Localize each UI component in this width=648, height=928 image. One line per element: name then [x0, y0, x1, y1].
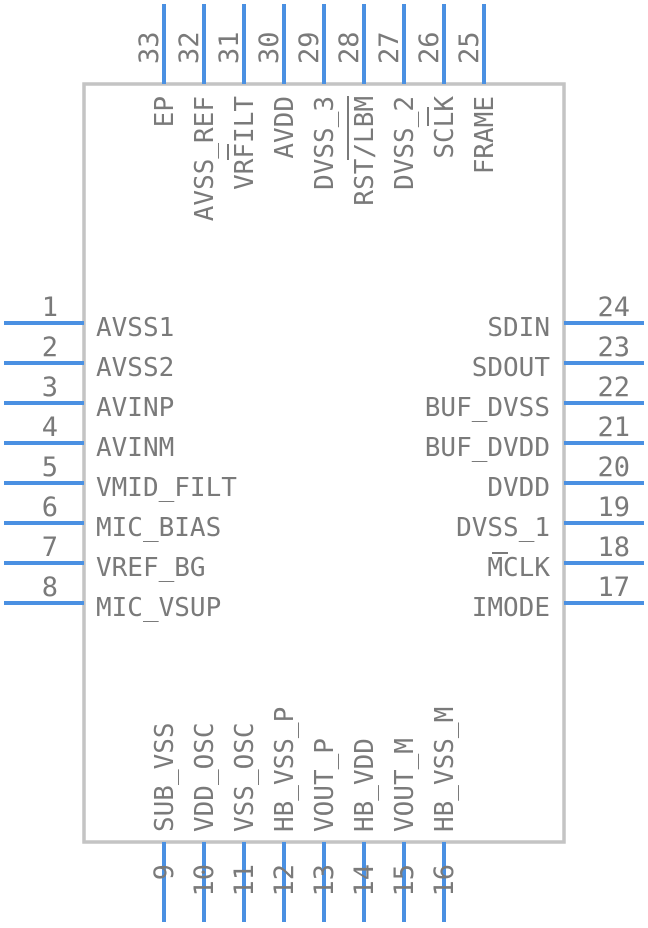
pin-number-21: 21	[597, 412, 630, 443]
signal-avdd: AVDD	[270, 96, 300, 159]
pin-number-26: 26	[414, 31, 445, 64]
signal-dvss-2: DVSS_2	[390, 96, 420, 190]
signal-frame: FRAME	[470, 96, 500, 174]
signal-dvdd: DVDD	[487, 473, 550, 503]
pin-number-32: 32	[174, 31, 205, 64]
pin-number-33: 33	[134, 31, 165, 64]
pin-number-23: 23	[597, 332, 630, 363]
signal-hb-vss-p: HB_VSS_P	[270, 707, 300, 832]
signal-vmid-filt: VMID_FILT	[96, 473, 237, 503]
signal-ep: EP	[150, 96, 180, 127]
signal-buf-dvss: BUF_DVSS	[425, 393, 550, 423]
pin-number-25: 25	[454, 31, 485, 64]
signal-hb-vdd: HB_VDD	[350, 738, 380, 832]
pin-number-4: 4	[42, 412, 58, 443]
pin-number-29: 29	[294, 31, 325, 64]
signal-avss2: AVSS2	[96, 353, 174, 383]
pin-number-2: 2	[42, 332, 58, 363]
signal-buf-dvdd: BUF_DVDD	[425, 433, 550, 463]
pin-number-24: 24	[597, 292, 630, 323]
pin-number-10: 10	[189, 864, 220, 897]
pin-number-16: 16	[429, 864, 460, 897]
signal-avss1: AVSS1	[96, 313, 174, 343]
pin-number-5: 5	[42, 452, 58, 483]
pin-number-28: 28	[334, 31, 365, 64]
pin-number-20: 20	[597, 452, 630, 483]
pin-number-1: 1	[42, 292, 58, 323]
pin-number-18: 18	[597, 532, 630, 563]
pin-number-31: 31	[214, 31, 245, 64]
signal-sub-vss: SUB_VSS	[150, 722, 180, 832]
signal-sclk: SCLK	[430, 96, 460, 159]
pin-number-3: 3	[42, 372, 58, 403]
signal-avss-ref: AVSS_REF	[190, 96, 220, 221]
signal-vdd-osc: VDD_OSC	[190, 722, 220, 832]
signal-dvss-3: DVSS_3	[310, 96, 340, 190]
pin-number-27: 27	[374, 31, 405, 64]
signal-hb-vss-m: HB_VSS_M	[430, 707, 460, 832]
signal-vss-osc: VSS_OSC	[230, 722, 260, 832]
signal-dvss-1: DVSS_1	[456, 513, 550, 543]
signal-vout-p: VOUT_P	[310, 738, 340, 832]
pin-number-12: 12	[269, 864, 300, 897]
signal-vout-m: VOUT_M	[390, 738, 420, 832]
signal-mclk: MCLK	[487, 553, 550, 583]
signal-vref-bg: VREF_BG	[96, 553, 206, 583]
pin-number-14: 14	[349, 864, 380, 897]
pin-number-13: 13	[309, 864, 340, 897]
pin-number-17: 17	[597, 572, 630, 603]
pin-number-8: 8	[42, 572, 58, 603]
signal-sdin: SDIN	[487, 313, 550, 343]
pin-number-15: 15	[389, 864, 420, 897]
signal-rst-lbm: RST/LBM	[350, 96, 380, 206]
signal-avinp: AVINP	[96, 393, 174, 423]
pin-number-6: 6	[42, 492, 58, 523]
pin-number-19: 19	[597, 492, 630, 523]
pin-number-9: 9	[149, 864, 180, 880]
signal-avinm: AVINM	[96, 433, 174, 463]
signal-vrfilt: VRFILT	[230, 96, 260, 190]
signal-mic-bias: MIC_BIAS	[96, 513, 221, 543]
pin-number-22: 22	[597, 372, 630, 403]
pin-number-30: 30	[254, 31, 285, 64]
signal-sdout: SDOUT	[472, 353, 551, 383]
pin-number-11: 11	[229, 864, 260, 897]
signal-imode: IMODE	[472, 593, 550, 623]
pin-number-7: 7	[42, 532, 58, 563]
signal-mic-vsup: MIC_VSUP	[96, 593, 221, 623]
